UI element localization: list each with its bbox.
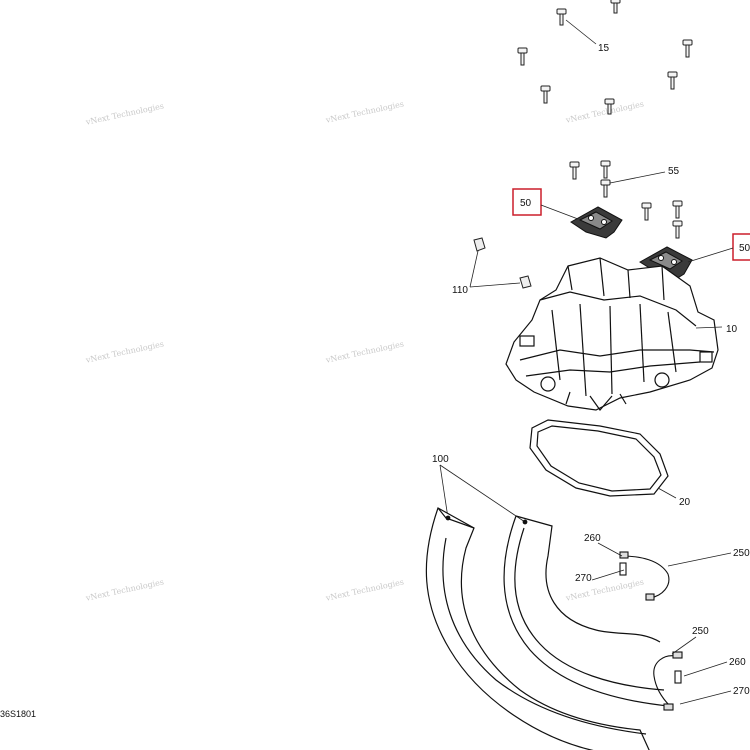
screw-part bbox=[682, 39, 693, 58]
callout-20: 20 bbox=[679, 497, 691, 508]
gasket-part bbox=[529, 419, 669, 497]
callout-270-lower: 270 bbox=[733, 686, 750, 697]
screw-group-middle bbox=[569, 160, 683, 239]
leader-line bbox=[469, 282, 521, 288]
leader-line bbox=[591, 569, 625, 581]
watermark: vNext Technologies bbox=[84, 101, 165, 127]
callout-10: 10 bbox=[726, 324, 738, 335]
leader-line bbox=[657, 487, 677, 499]
highlight-box-50-left bbox=[512, 188, 542, 216]
callout-260-upper: 260 bbox=[584, 533, 601, 544]
watermark: vNext Technologies bbox=[324, 577, 405, 603]
leader-line bbox=[597, 542, 623, 557]
callout-55: 55 bbox=[668, 166, 680, 177]
leader-line bbox=[469, 250, 479, 288]
screw-part bbox=[604, 98, 615, 115]
watermark: vNext Technologies bbox=[324, 339, 405, 365]
leader-line bbox=[439, 464, 526, 523]
screw-part bbox=[667, 71, 678, 90]
screw-part bbox=[556, 8, 567, 26]
leader-line bbox=[695, 326, 723, 329]
screw-part bbox=[672, 200, 683, 219]
callout-110: 110 bbox=[452, 285, 468, 296]
leader-line bbox=[683, 661, 728, 677]
callout-260-lower: 260 bbox=[729, 657, 746, 668]
callout-250-upper: 250 bbox=[733, 548, 750, 559]
screw-part bbox=[672, 220, 683, 239]
leader-line bbox=[679, 690, 732, 705]
leader-line bbox=[609, 171, 666, 184]
callout-270-upper: 270 bbox=[575, 573, 592, 584]
screw-part bbox=[600, 160, 611, 179]
leader-line bbox=[439, 464, 449, 519]
highlight-box-50-right bbox=[732, 233, 750, 261]
callout-50-right: 50 bbox=[739, 243, 750, 254]
leader-line bbox=[667, 552, 732, 567]
leader-line bbox=[565, 19, 597, 45]
callout-50-left: 50 bbox=[520, 198, 532, 209]
callout-250-lower: 250 bbox=[692, 626, 709, 637]
screw-part bbox=[517, 47, 528, 66]
bracket-part-right bbox=[639, 246, 693, 280]
watermark: vNext Technologies bbox=[84, 339, 165, 365]
bracket-part-left bbox=[570, 206, 623, 239]
watermark: vNext Technologies bbox=[84, 577, 165, 603]
clamp-part-lower bbox=[653, 651, 683, 711]
watermark: vNext Technologies bbox=[324, 99, 405, 125]
callout-100: 100 bbox=[432, 454, 449, 465]
screw-group-top bbox=[517, 0, 693, 115]
clamp-part-upper bbox=[619, 551, 670, 601]
screw-part bbox=[600, 179, 611, 198]
drawing-code: 36S1801 bbox=[0, 709, 37, 719]
callout-15: 15 bbox=[598, 43, 610, 54]
housing-part bbox=[505, 257, 719, 411]
leader-line bbox=[540, 204, 579, 220]
screw-part bbox=[540, 85, 551, 104]
screw-part bbox=[641, 202, 652, 221]
leader-line bbox=[687, 247, 734, 263]
screw-part bbox=[610, 0, 621, 14]
watermark: vNext Technologies bbox=[564, 99, 645, 125]
duct-part bbox=[425, 507, 669, 750]
screw-part bbox=[569, 161, 580, 180]
clip-part bbox=[473, 237, 532, 289]
leader-line bbox=[671, 636, 697, 655]
